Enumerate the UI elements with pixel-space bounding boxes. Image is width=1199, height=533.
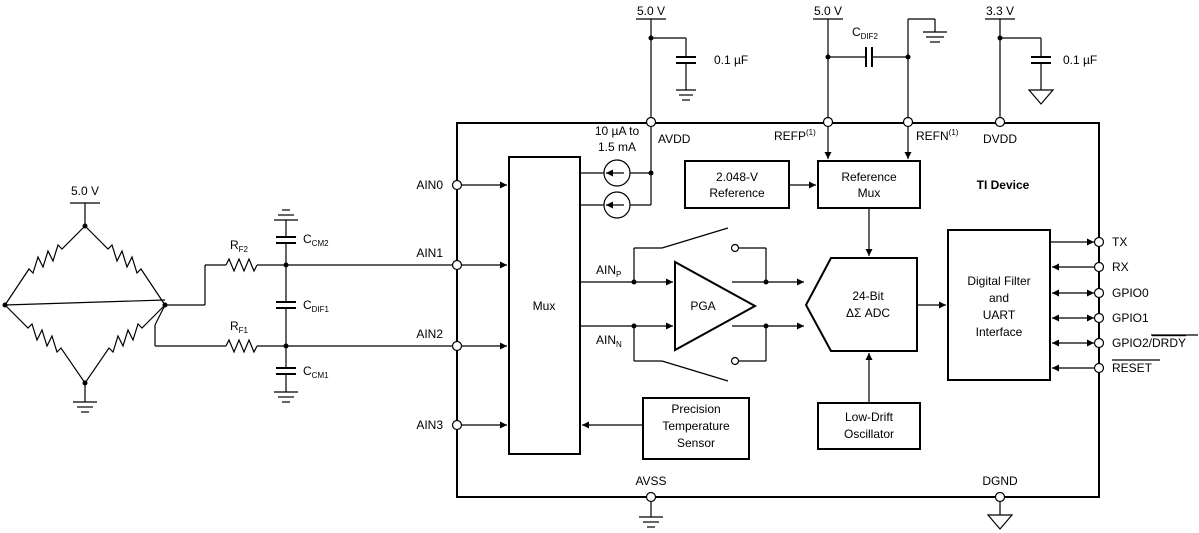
cdif2-label: CDIF2 xyxy=(852,25,879,41)
pga: PGA AINP AINN xyxy=(580,227,804,382)
cdif1-label: CDIF1 xyxy=(303,298,330,314)
tx-label: TX xyxy=(1112,235,1127,249)
rf2-label: RF2 xyxy=(230,238,249,254)
dvdd-supply: 3.3 V 0.1 µF DVDD xyxy=(983,4,1097,146)
current-sources: 10 µA to 1.5 mA xyxy=(580,124,654,219)
dvdd-pin-label: DVDD xyxy=(983,132,1017,146)
ainp-label: AINP xyxy=(596,263,621,279)
osc-label-1: Low-Drift xyxy=(845,410,894,424)
bridge-voltage-label: 5.0 V xyxy=(71,184,99,198)
ain1-label: AIN1 xyxy=(416,246,443,260)
mux-block xyxy=(508,156,581,455)
gpio0-label: GPIO0 xyxy=(1112,286,1149,300)
adc-block xyxy=(804,257,918,352)
ccm2-label: CCM2 xyxy=(303,232,329,248)
dgnd-ground: DGND xyxy=(982,474,1018,530)
ainn-label: AINN xyxy=(596,333,622,349)
pga-block xyxy=(674,260,758,352)
pga-label: PGA xyxy=(690,299,715,313)
reference-mux-block xyxy=(817,160,921,209)
refn-pin-label: REFN(1) xyxy=(916,128,959,143)
avdd-cap-label: 0.1 µF xyxy=(714,53,748,67)
current-label-2: 1.5 mA xyxy=(598,140,636,154)
refn-pin xyxy=(902,116,914,128)
ref-voltage-label: 5.0 V xyxy=(814,4,842,18)
ain2-label: AIN2 xyxy=(416,327,443,341)
avdd-supply: 5.0 V 0.1 µF AVDD xyxy=(636,4,748,146)
dvdd-cap-label: 0.1 µF xyxy=(1063,53,1097,67)
ain3-label: AIN3 xyxy=(416,418,443,432)
reference-label-1: 2.048-V xyxy=(716,170,758,184)
avdd-pin xyxy=(645,116,657,128)
refp-pin-label: REFP(1) xyxy=(774,128,816,143)
device-label: TI Device xyxy=(977,178,1030,192)
osc-label-2: Oscillator xyxy=(844,427,894,441)
temp-label-2: Temperature xyxy=(662,419,730,433)
refmux-label-2: Mux xyxy=(858,186,881,200)
gpio2-label: GPIO2/DRDY xyxy=(1112,336,1186,350)
adc-label-1: 24-Bit xyxy=(852,289,884,303)
temp-sensor-block xyxy=(642,397,750,460)
avss-label: AVSS xyxy=(635,474,666,488)
temp-label-3: Sensor xyxy=(677,436,715,450)
ain0-label: AIN0 xyxy=(416,178,443,192)
reference-block xyxy=(684,160,790,209)
filter-label-1: Digital Filter xyxy=(967,274,1030,288)
temp-label-1: Precision xyxy=(671,402,720,416)
dvdd-pin xyxy=(994,116,1006,128)
dvdd-voltage-label: 3.3 V xyxy=(986,4,1014,18)
adc-label-2: ΔΣ ADC xyxy=(846,306,890,320)
rf1-label: RF1 xyxy=(230,319,249,335)
oscillator-block xyxy=(817,402,921,450)
reset-label: RESET xyxy=(1112,361,1153,375)
digital-filter-block xyxy=(947,229,1051,381)
external-bridge: 5.0 V xyxy=(2,184,206,413)
avdd-voltage-label: 5.0 V xyxy=(637,4,665,18)
filter-label-3: UART xyxy=(983,308,1016,322)
refmux-label-1: Reference xyxy=(841,170,897,184)
filter-label-4: Interface xyxy=(976,325,1023,339)
input-filter: RF2 RF1 CCM2 CDIF1 CCM1 xyxy=(155,209,452,403)
avss-ground: AVSS xyxy=(635,474,667,528)
gpio1-label: GPIO1 xyxy=(1112,311,1149,325)
dgnd-label: DGND xyxy=(982,474,1018,488)
refp-pin xyxy=(822,116,834,128)
mux-label: Mux xyxy=(533,299,556,313)
ccm1-label: CCM1 xyxy=(303,364,329,380)
filter-label-2: and xyxy=(989,291,1009,305)
digital-pins: TX RX GPIO0 GPIO1 GPIO2/DRDY RESET xyxy=(1050,235,1198,375)
reference-label-2: Reference xyxy=(709,186,765,200)
avdd-pin-label: AVDD xyxy=(658,132,691,146)
input-pins: AIN0 AIN1 AIN2 AIN3 xyxy=(416,178,507,432)
ref-supply: 5.0 V CDIF2 REFP(1) REFN(1) xyxy=(774,4,959,143)
current-label-1: 10 µA to xyxy=(595,124,640,138)
rx-label: RX xyxy=(1112,260,1129,274)
